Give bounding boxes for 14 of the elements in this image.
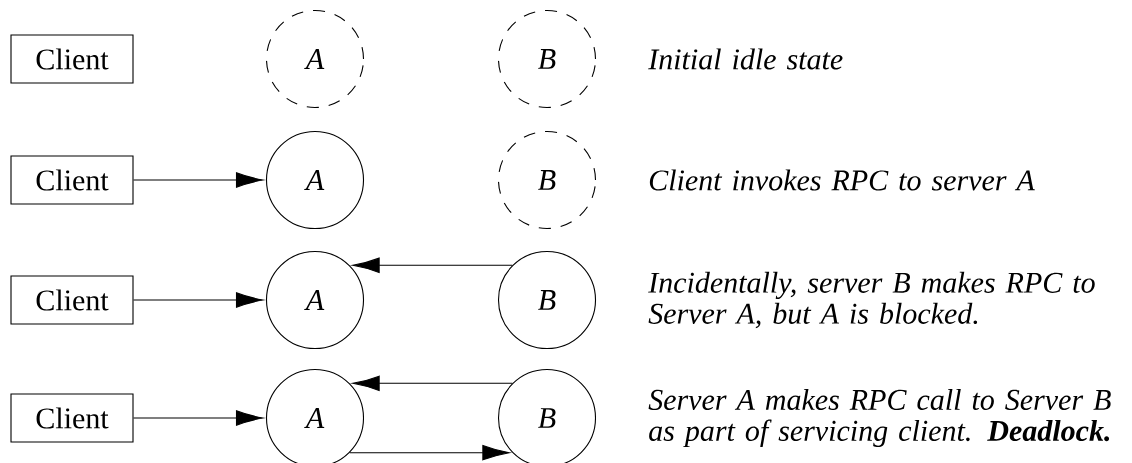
arrow [133,410,264,426]
arrow [133,172,264,188]
arrow [133,292,264,308]
client-box: Client [10,275,134,325]
arrow [349,444,510,461]
state-description: Server A makes RPC call to Server B as part of servicing client. Deadlock. [648,388,1111,448]
client-box: Client [10,34,134,84]
state-description: Initial idle state [648,48,843,70]
arrow [352,375,513,392]
state-description: Client invokes RPC to server A [649,169,1035,191]
client-box: Client [10,155,134,205]
state-description: Incidentally, server B makes RPC to Server A, but A is blocked. [648,271,1095,329]
client-box: Client [10,393,134,443]
arrow [352,257,513,274]
